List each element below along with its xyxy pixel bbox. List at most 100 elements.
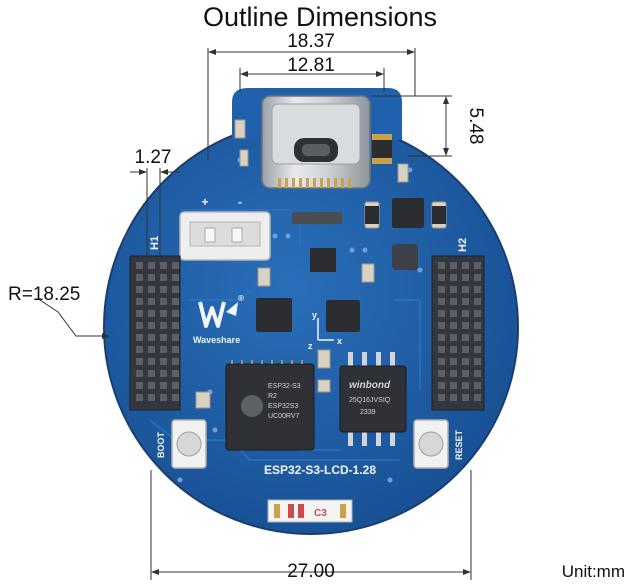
cap-label: C3 (314, 508, 327, 519)
header-pin (450, 334, 457, 341)
esp-line-3: ESP32S3 (268, 403, 298, 410)
header-pin (474, 262, 481, 269)
dim-board-top-width: 18.37 (287, 31, 335, 52)
header-pin (438, 286, 445, 293)
header-pin (438, 310, 445, 317)
header-pin (160, 370, 167, 377)
header-pin (450, 370, 457, 377)
header-pin (438, 346, 445, 353)
header-pin (450, 262, 457, 269)
header-pin (136, 346, 143, 353)
imu-chips: y x z (256, 298, 360, 351)
header-pin (172, 334, 179, 341)
header-pin (462, 334, 469, 341)
header-pin (148, 394, 155, 401)
dim-board-width: 27.00 (287, 561, 335, 582)
header-pin (136, 322, 143, 329)
header-pin (172, 310, 179, 317)
boot-label: BOOT (156, 431, 166, 458)
header-pin (136, 370, 143, 377)
header-pin (148, 298, 155, 305)
esp-line-4: UC00RV7 (268, 413, 299, 420)
battery-connector: + - (179, 195, 271, 261)
header-pin (474, 370, 481, 377)
header-pin (474, 394, 481, 401)
header-pin (172, 298, 179, 305)
header-pin (172, 346, 179, 353)
reset-label: RESET (454, 429, 464, 460)
header-pin (438, 394, 445, 401)
header-h2-label: H2 (457, 238, 469, 252)
header-pin (148, 358, 155, 365)
header-pin (160, 262, 167, 269)
header-pin (148, 286, 155, 293)
header-pin (474, 298, 481, 305)
header-pin (148, 274, 155, 281)
header-pin (450, 382, 457, 389)
flash-chip: winbond 25Q16JVSIQ 2339 (339, 352, 407, 446)
header-pin (148, 322, 155, 329)
header-pin (136, 310, 143, 317)
header-pin (160, 274, 167, 281)
header-pin (160, 358, 167, 365)
header-pin (172, 286, 179, 293)
dim-header-pitch: 1.27 (135, 147, 172, 168)
header-pin (462, 394, 469, 401)
header-pin (172, 274, 179, 281)
header-pin (462, 358, 469, 365)
boot-button: BOOT (156, 419, 207, 469)
header-pin (474, 382, 481, 389)
header-pin (450, 394, 457, 401)
header-pin (160, 346, 167, 353)
header-pin (148, 370, 155, 377)
header-pin (160, 310, 167, 317)
header-pin (136, 286, 143, 293)
esp-line-2: R2 (268, 393, 277, 400)
header-pin (474, 358, 481, 365)
flash-brand: winbond (349, 380, 391, 391)
header-pin (148, 346, 155, 353)
header-pin (438, 334, 445, 341)
header-h1: H1 (129, 236, 181, 411)
dim-usb-width: 12.81 (287, 55, 335, 76)
header-pin (450, 310, 457, 317)
header-pin (160, 298, 167, 305)
esp32-chip: ESP32-S3 R2 ESP32S3 UC00RV7 (225, 360, 315, 451)
header-pin (462, 286, 469, 293)
axis-z-label: z (308, 341, 313, 351)
header-pin (172, 262, 179, 269)
header-pin (462, 322, 469, 329)
bottom-pads: C3 (267, 499, 353, 523)
header-pin (172, 394, 179, 401)
header-pin (474, 322, 481, 329)
header-pin (148, 262, 155, 269)
header-pin (438, 322, 445, 329)
header-pin (172, 322, 179, 329)
header-pin (450, 346, 457, 353)
header-pin (148, 334, 155, 341)
header-pin (438, 298, 445, 305)
dim-usb-height: 5.48 (465, 108, 486, 145)
header-pin (450, 322, 457, 329)
battery-minus-label: - (238, 195, 242, 209)
header-pin (462, 310, 469, 317)
header-pin (136, 262, 143, 269)
model-label: ESP32-S3-LCD-1.28 (264, 463, 376, 477)
header-pin (136, 274, 143, 281)
header-pin (450, 286, 457, 293)
header-pin (438, 262, 445, 269)
axis-y-label: y (312, 310, 317, 320)
header-pin (474, 334, 481, 341)
header-pin (474, 346, 481, 353)
header-pin (148, 382, 155, 389)
header-pin (438, 382, 445, 389)
header-pin (148, 310, 155, 317)
header-pin (438, 274, 445, 281)
header-pin (438, 358, 445, 365)
header-pin (172, 370, 179, 377)
header-pin (462, 382, 469, 389)
header-pin (136, 394, 143, 401)
header-pin (450, 358, 457, 365)
flash-line-1: 25Q16JVSIQ (349, 397, 391, 404)
